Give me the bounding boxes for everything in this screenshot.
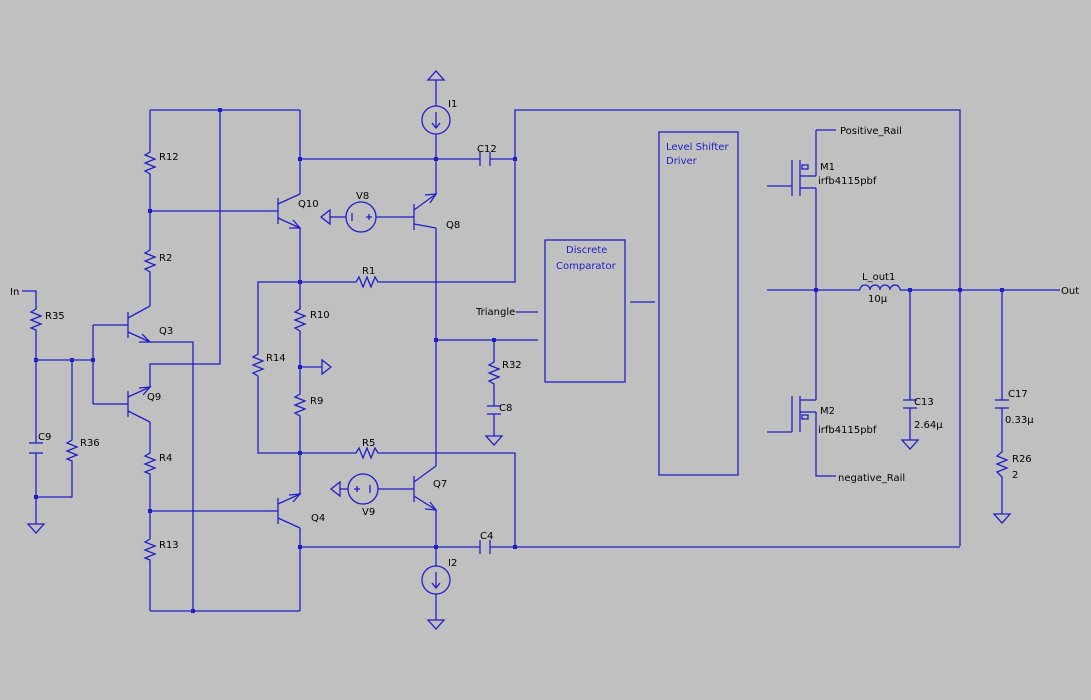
mosfet-m1	[791, 160, 809, 196]
current-source-i2	[421, 565, 451, 595]
resistor-r1	[352, 275, 382, 289]
r26-value: 2	[1012, 470, 1018, 481]
resistor-r9	[293, 390, 307, 420]
q3-label: Q3	[159, 326, 173, 337]
driver-label-1: Level Shifter	[666, 142, 729, 153]
resistor-r26	[995, 448, 1009, 482]
resistor-r12	[143, 148, 157, 178]
q7-label: Q7	[433, 479, 447, 490]
q4-label: Q4	[311, 513, 325, 524]
capacitor-c17	[995, 399, 1009, 409]
r10-label: R10	[310, 310, 330, 321]
net-positive-rail-label: Positive_Rail	[840, 126, 902, 137]
c9-label: C9	[38, 432, 51, 443]
driver-block	[658, 131, 739, 476]
m2-label: M2	[820, 406, 835, 417]
voltage-source-v9	[347, 473, 379, 505]
resistor-r4	[143, 449, 157, 477]
c17-value: 0.33µ	[1005, 415, 1034, 426]
transistor-q4	[268, 493, 302, 529]
capacitor-c9	[29, 442, 43, 454]
transistor-q8	[404, 193, 438, 230]
c13-label: C13	[914, 397, 934, 408]
wires	[22, 80, 1060, 620]
comparator-label-2: Comparator	[556, 261, 617, 272]
r32-label: R32	[502, 360, 522, 371]
q8-label: Q8	[446, 220, 460, 231]
r35-label: R35	[45, 311, 65, 322]
v8-label: V8	[356, 191, 369, 202]
comparator-label-1: Discrete	[566, 245, 607, 256]
resistor-r35	[29, 305, 43, 333]
transistor-q9	[118, 386, 152, 423]
r13-label: R13	[159, 540, 179, 551]
driver-label-2: Driver	[666, 156, 698, 167]
resistor-r32	[487, 358, 501, 388]
m2-part-label: irfb4115pbf	[818, 425, 877, 436]
comparator-block	[544, 239, 626, 383]
resistor-r36	[65, 436, 79, 464]
c17-label: C17	[1008, 389, 1028, 400]
i2-label: I2	[448, 558, 457, 569]
c12-label: C12	[477, 144, 497, 155]
resistor-r5	[352, 446, 382, 460]
resistor-r2	[143, 246, 157, 276]
i1-label: I1	[448, 99, 457, 110]
mosfet-m2	[791, 396, 809, 432]
c8-label: C8	[499, 403, 512, 414]
c4-label: C4	[480, 531, 493, 542]
v9-label: V9	[362, 507, 375, 518]
transistor-q3	[118, 305, 152, 343]
capacitor-c4	[479, 540, 491, 554]
labels: Discrete Comparator Level Shifter Driver…	[10, 99, 1079, 569]
capacitor-c8	[487, 405, 501, 415]
r5-label: R5	[362, 438, 375, 449]
transistor-q7	[404, 465, 438, 511]
r14-label: R14	[266, 353, 286, 364]
voltage-source-v8	[345, 201, 377, 233]
net-triangle-label: Triangle	[475, 307, 515, 318]
current-source-i1	[421, 105, 451, 135]
transistor-q10	[268, 193, 302, 229]
r36-label: R36	[80, 438, 100, 449]
capacitor-c12	[479, 152, 491, 166]
capacitor-c13	[903, 399, 917, 409]
l-out1-value: 10µ	[868, 294, 888, 305]
r26-label: R26	[1012, 454, 1032, 465]
resistor-r10	[293, 305, 307, 335]
r2-label: R2	[159, 253, 172, 264]
r1-label: R1	[362, 266, 375, 277]
net-negative-rail-label: negative_Rail	[838, 473, 905, 484]
c13-value: 2.64µ	[914, 420, 943, 431]
l-out1-label: L_out1	[862, 272, 895, 283]
r9-label: R9	[310, 396, 323, 407]
m1-label: M1	[820, 162, 835, 173]
q10-label: Q10	[298, 199, 319, 210]
r4-label: R4	[159, 453, 172, 464]
q9-label: Q9	[147, 392, 161, 403]
inductor-l-out1	[859, 284, 901, 291]
resistor-r14	[251, 350, 265, 380]
junctions	[34, 108, 1004, 613]
m1-part-label: irfb4115pbf	[818, 176, 877, 187]
net-out-label: Out	[1061, 286, 1079, 297]
ground-symbols	[26, 70, 1012, 630]
net-in-label: In	[10, 287, 19, 298]
resistor-r13	[143, 535, 157, 563]
r12-label: R12	[159, 152, 179, 163]
